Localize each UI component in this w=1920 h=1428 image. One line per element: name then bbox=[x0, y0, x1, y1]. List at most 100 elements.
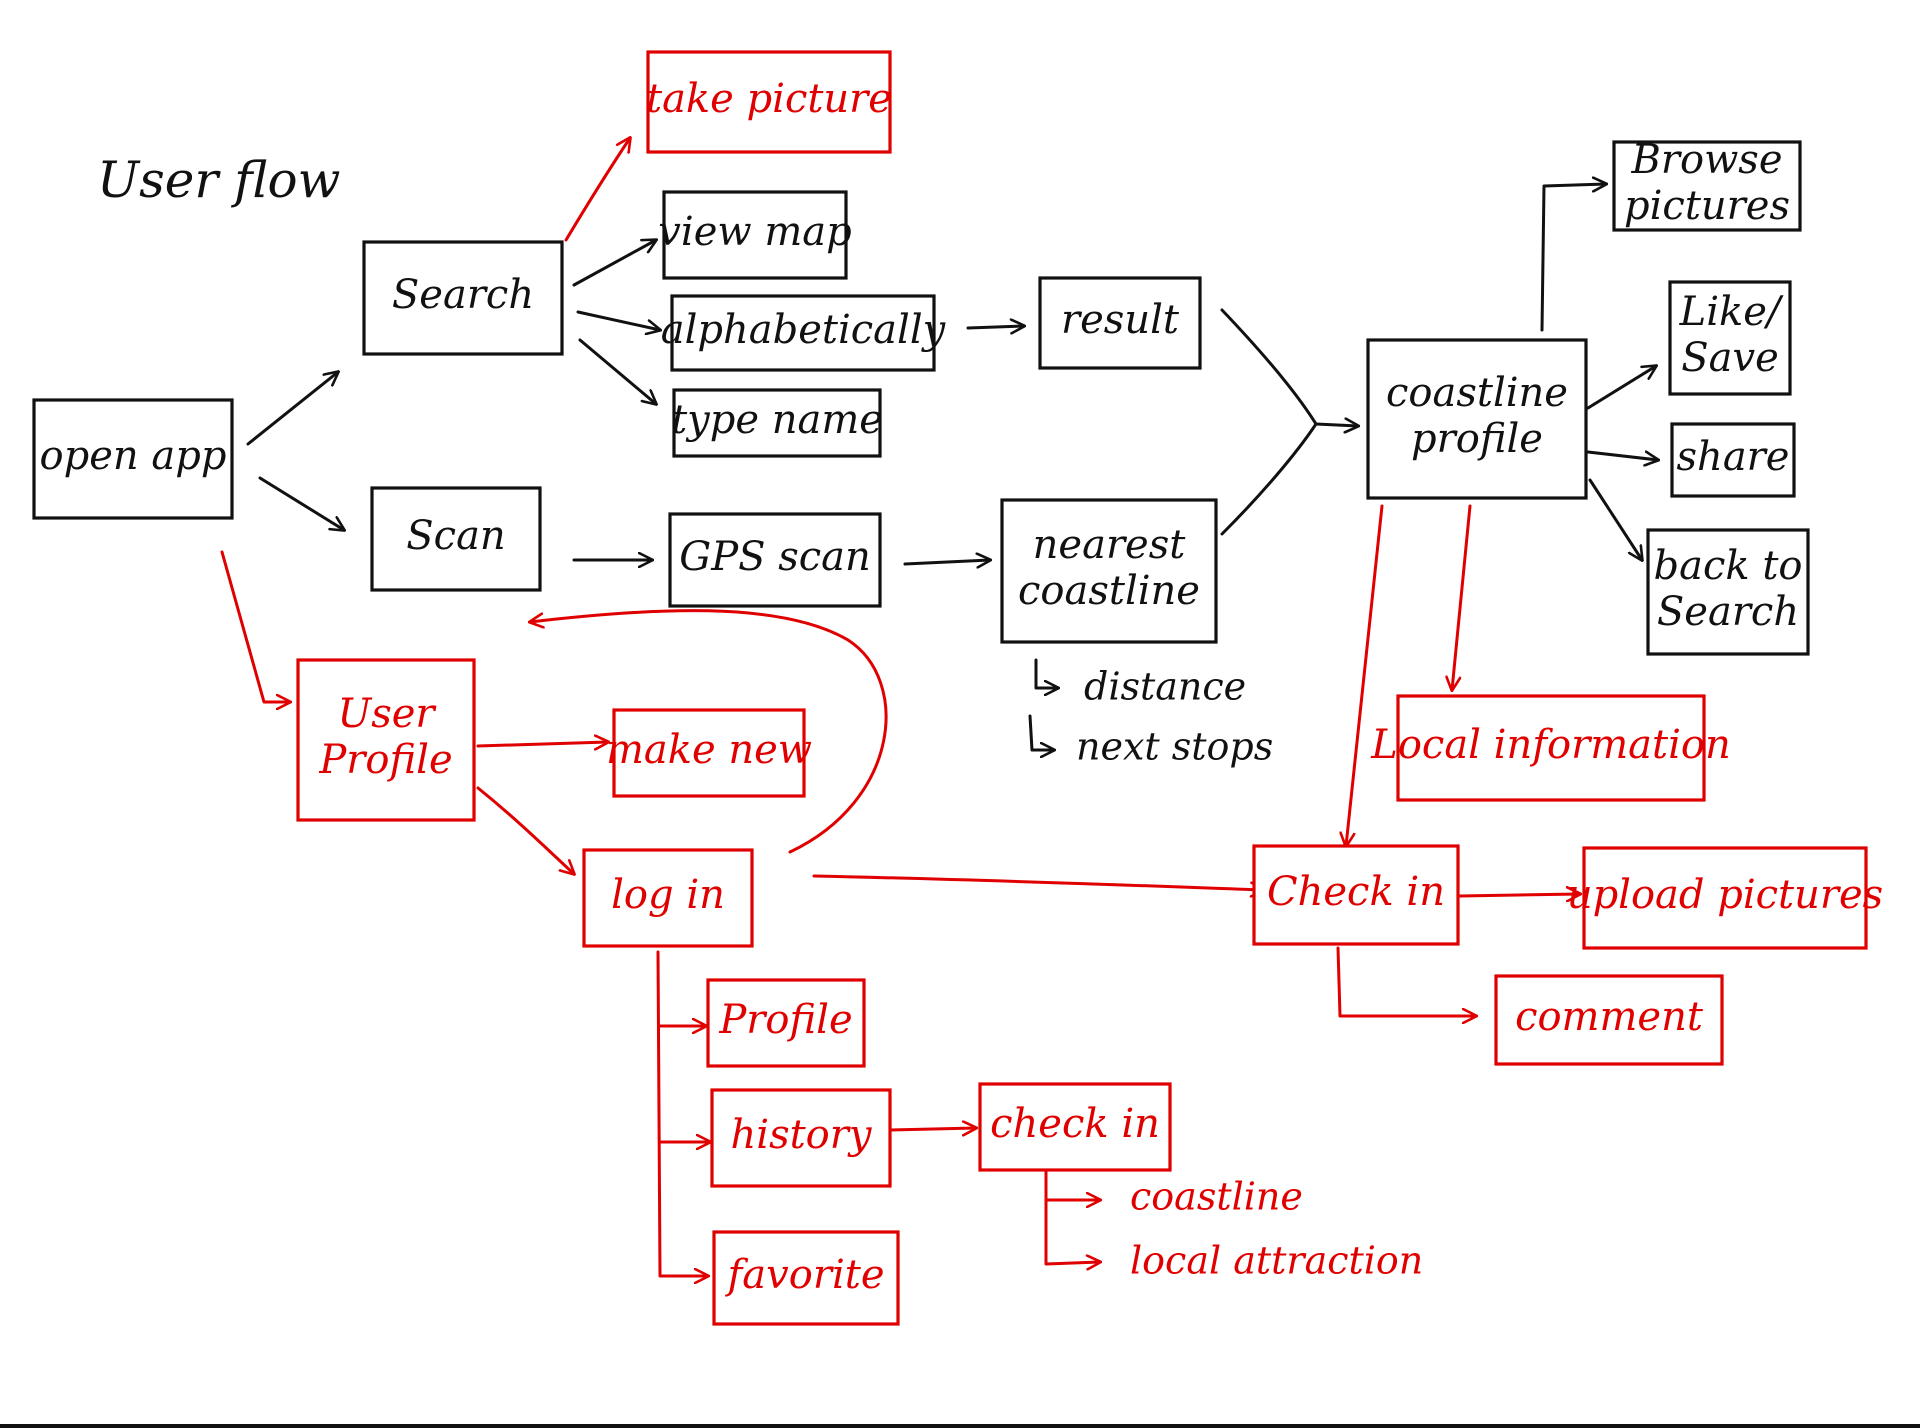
node-local-information-label: Local information bbox=[1370, 722, 1730, 768]
node-search-label: Search bbox=[392, 272, 534, 318]
node-favorite-label: favorite bbox=[725, 1252, 885, 1298]
edge-user-profile-to-log-in bbox=[476, 786, 574, 874]
node-coastline-profile-label: profile bbox=[1411, 416, 1543, 462]
node-nearest-coastline-label: nearest bbox=[1033, 522, 1187, 568]
node-coastline-profile-box bbox=[1366, 338, 1588, 500]
node-search-box bbox=[362, 240, 564, 356]
node-like-save: Like/Save bbox=[1668, 280, 1792, 396]
node-comment: comment bbox=[1494, 974, 1724, 1066]
node-open-app: open app bbox=[32, 398, 234, 520]
edge-check-in-to-comment bbox=[1336, 946, 1476, 1016]
edge-profile-to-check-in bbox=[1346, 504, 1384, 846]
node-gps-scan: GPS scan bbox=[668, 512, 882, 608]
node-history-label: history bbox=[731, 1112, 873, 1158]
node-browse-pictures-label: Browse bbox=[1630, 137, 1782, 183]
edge-profile-to-share bbox=[1586, 452, 1658, 460]
node-favorite-box bbox=[712, 1230, 900, 1326]
node-log-in-box bbox=[582, 848, 754, 948]
node-alphabetically-box bbox=[670, 294, 936, 372]
node-comment-box bbox=[1494, 974, 1724, 1066]
edge-log-in-to-check-in bbox=[812, 874, 1264, 890]
node-type-name: type name bbox=[671, 388, 883, 458]
node-coastline-profile-label: coastline bbox=[1386, 370, 1568, 416]
edge-user-profile-to-make-new bbox=[476, 742, 608, 746]
node-log-in-label: log in bbox=[611, 872, 725, 918]
node-share-label: share bbox=[1677, 434, 1790, 480]
annotation-local-attraction: local attraction bbox=[1130, 1239, 1423, 1283]
node-local-information: Local information bbox=[1370, 694, 1731, 802]
node-nearest-coastline-label: coastline bbox=[1018, 568, 1200, 614]
node-scan: Scan bbox=[370, 486, 542, 592]
node-gps-scan-box bbox=[668, 512, 882, 608]
node-result-label: result bbox=[1061, 297, 1180, 343]
edge-check-in-to-upload-pictures bbox=[1458, 894, 1580, 896]
node-upload-pictures-label: upload pictures bbox=[1567, 872, 1883, 918]
node-upload-pictures-box bbox=[1582, 846, 1868, 950]
node-result-box bbox=[1038, 276, 1202, 370]
edge-open-app-to-scan bbox=[258, 476, 344, 530]
node-favorite: favorite bbox=[712, 1230, 900, 1326]
node-gps-scan-label: GPS scan bbox=[679, 534, 871, 580]
node-alphabetically-label: alphabetically bbox=[661, 307, 947, 353]
edge-log-in-to-favorite bbox=[656, 950, 708, 1276]
edge-history-check-in-to-local-attraction bbox=[1044, 1198, 1100, 1264]
node-like-save-label: Like/ bbox=[1679, 289, 1784, 335]
node-like-save-box bbox=[1668, 280, 1792, 396]
node-history-check-in-box bbox=[978, 1082, 1172, 1172]
annotation-distance: distance bbox=[1084, 665, 1246, 709]
edge-nearest-to-distance bbox=[1034, 658, 1058, 688]
node-make-new: make new bbox=[606, 708, 812, 798]
node-result: result bbox=[1038, 276, 1202, 370]
node-check-in-label: Check in bbox=[1267, 869, 1445, 915]
edge-search-to-view-map bbox=[572, 240, 656, 287]
edge-profile-to-back-to-search bbox=[1588, 478, 1642, 560]
node-share-box bbox=[1670, 422, 1796, 498]
edge-history-to-check-in bbox=[888, 1128, 976, 1130]
node-take-picture-label: take picture bbox=[646, 76, 892, 122]
node-back-to-search-box bbox=[1646, 528, 1810, 656]
node-take-picture: take picture bbox=[646, 50, 892, 154]
node-user-profile-label: User bbox=[337, 691, 437, 737]
node-nearest-coastline-box bbox=[1000, 498, 1218, 644]
edge-search-to-type-name bbox=[578, 338, 656, 404]
node-view-map-label: view map bbox=[658, 209, 851, 255]
node-share: share bbox=[1670, 422, 1796, 498]
node-profile: Profile bbox=[706, 978, 866, 1068]
edge-log-in-loop-back bbox=[530, 609, 888, 854]
node-type-name-box bbox=[672, 388, 882, 458]
node-open-app-box bbox=[32, 398, 234, 520]
node-user-profile-box bbox=[296, 658, 476, 822]
node-browse-pictures-box bbox=[1612, 140, 1802, 232]
diagram-title: User flow bbox=[97, 151, 340, 209]
bottom-rule bbox=[0, 1424, 1920, 1428]
node-view-map: view map bbox=[658, 190, 852, 280]
edge-profile-to-browse-pictures bbox=[1540, 184, 1606, 332]
node-local-information-box bbox=[1396, 694, 1706, 802]
node-alphabetically: alphabetically bbox=[661, 294, 947, 372]
edge-search-to-take-picture bbox=[564, 138, 630, 242]
edge-search-to-alphabetically bbox=[576, 310, 660, 330]
node-history-check-in: check in bbox=[978, 1082, 1172, 1172]
edge-merge-to-coastline-profile bbox=[1314, 424, 1358, 426]
node-scan-label: Scan bbox=[406, 513, 505, 559]
edge-open-app-to-search bbox=[246, 372, 338, 446]
node-open-app-label: open app bbox=[40, 433, 227, 479]
node-make-new-box bbox=[612, 708, 806, 798]
node-comment-label: comment bbox=[1515, 994, 1704, 1040]
node-log-in: log in bbox=[582, 848, 754, 948]
edge-gps-scan-to-nearest-coastline bbox=[903, 560, 990, 564]
node-like-save-label: Save bbox=[1681, 335, 1779, 381]
edge-profile-to-local-information bbox=[1452, 504, 1472, 690]
edge-result-merge bbox=[1220, 308, 1318, 426]
edge-open-app-to-user-profile bbox=[220, 550, 290, 702]
node-check-in-box bbox=[1252, 844, 1460, 946]
node-type-name-label: type name bbox=[671, 397, 883, 443]
